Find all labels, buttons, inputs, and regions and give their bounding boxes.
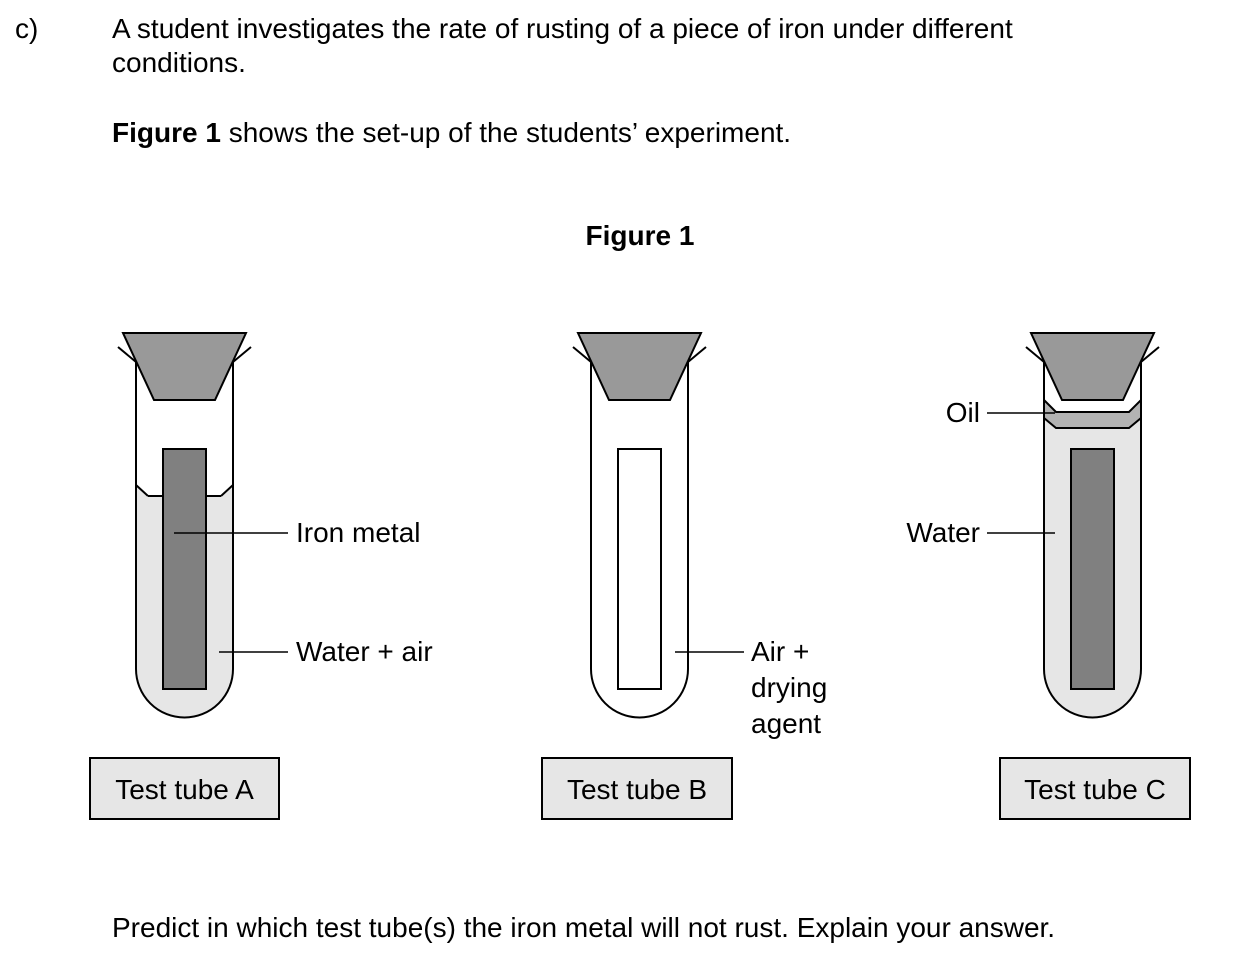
test-tube-a-iron bbox=[162, 448, 207, 690]
test-tube-c-label-box bbox=[999, 757, 1191, 820]
test-tube-a-label-box bbox=[89, 757, 280, 820]
test-tube-a: Iron metal Water + air Test tube A bbox=[89, 332, 433, 820]
figure-reference: Figure 1 shows the set-up of the student… bbox=[112, 116, 791, 150]
water-label: Water bbox=[906, 517, 980, 548]
oil-label: Oil bbox=[946, 397, 980, 428]
test-tube-c-label: Test tube C bbox=[1024, 774, 1166, 805]
test-tube-a-water-surface bbox=[220, 484, 234, 497]
test-tube-a-stopper bbox=[121, 332, 248, 401]
test-tube-a-glass bbox=[135, 362, 234, 719]
test-tube-b-label-box bbox=[541, 757, 733, 820]
water-air-label: Water + air bbox=[296, 636, 433, 667]
question-prompt: Predict in which test tube(s) the iron m… bbox=[112, 912, 1056, 943]
drying-agent-label-line: agent bbox=[751, 708, 821, 739]
test-tube-c-glass bbox=[1043, 362, 1142, 719]
test-tube-b-iron bbox=[617, 448, 662, 690]
drying-agent-label-line: Air + bbox=[751, 636, 809, 667]
question-intro: A student investigates the rate of rusti… bbox=[112, 13, 1013, 78]
test-tube-c: Oil Water Test tube C bbox=[906, 332, 1191, 820]
test-tube-b-label: Test tube B bbox=[567, 774, 707, 805]
test-tube-c-stopper bbox=[1029, 332, 1156, 401]
test-tube-a-label: Test tube A bbox=[115, 774, 254, 805]
test-tube-c-rim bbox=[1140, 346, 1160, 363]
iron-metal-label: Iron metal bbox=[296, 517, 421, 548]
test-tube-b: Air + drying agent Test tube B bbox=[541, 332, 835, 820]
drying-agent-label-line: drying bbox=[751, 672, 827, 703]
test-tube-a-rim bbox=[232, 346, 252, 363]
test-tube-a-rim bbox=[117, 346, 137, 363]
drying-agent-label: Air + drying agent bbox=[751, 636, 835, 739]
test-tube-c-iron bbox=[1070, 448, 1115, 690]
question-number: c) bbox=[15, 13, 39, 44]
figure-reference-bold: Figure 1 bbox=[112, 117, 221, 148]
test-tube-b-stopper bbox=[576, 332, 703, 401]
figure-reference-text: shows the set-up of the students’ experi… bbox=[220, 117, 792, 148]
figure-title: Figure 1 bbox=[585, 220, 695, 251]
test-tube-c-oil bbox=[1043, 397, 1142, 429]
test-tube-b-rim bbox=[572, 346, 592, 363]
test-tube-a-water-surface bbox=[135, 484, 149, 497]
test-tube-c-rim bbox=[1025, 346, 1045, 363]
test-tube-b-rim bbox=[687, 346, 707, 363]
